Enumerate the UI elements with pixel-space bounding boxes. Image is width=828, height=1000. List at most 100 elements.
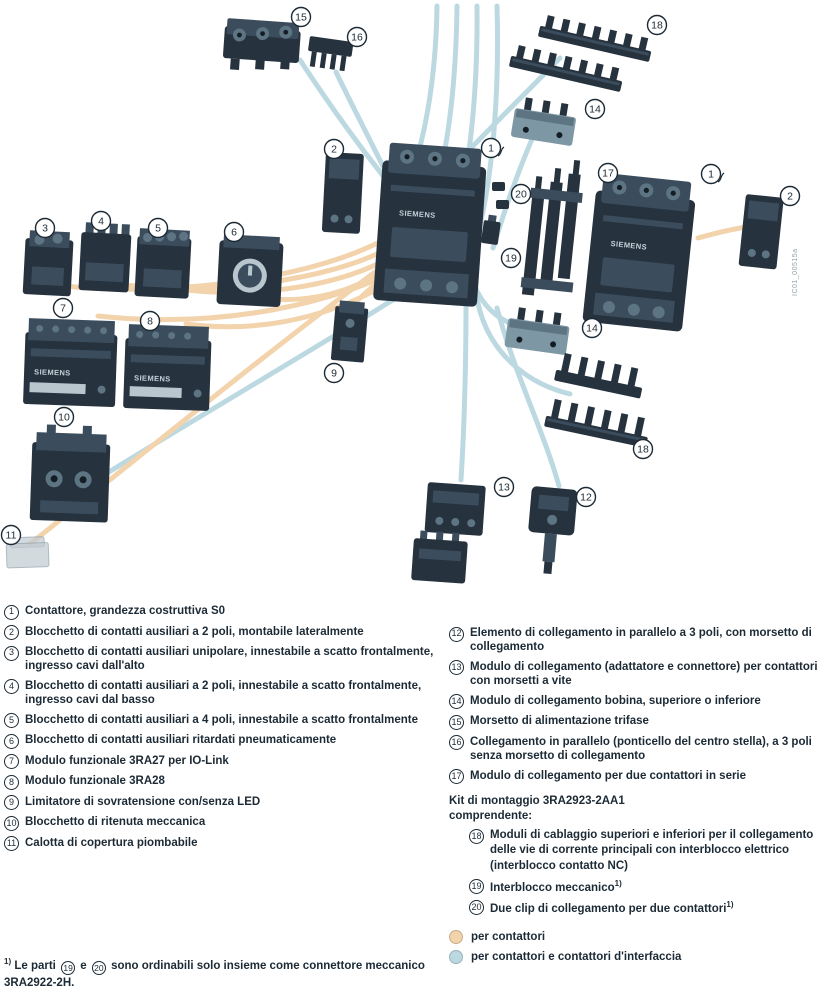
item-number: 19 bbox=[469, 879, 484, 895]
legend-item-5: 5 Blocchetto di contatti ausiliari a 4 p… bbox=[4, 713, 446, 729]
part-function-module-8: SIEMENS bbox=[123, 324, 212, 411]
item-number: 4 bbox=[4, 679, 19, 695]
item-text: Morsetto di alimentazione trifase bbox=[470, 715, 649, 728]
legend-item-18: 18 Moduli di cablaggio superiori e infer… bbox=[469, 828, 826, 873]
color-label: per contattori e contattori d'interfacci… bbox=[471, 951, 682, 964]
legend-item-6: 6 Blocchetto di contatti ausiliari ritar… bbox=[4, 733, 446, 749]
item-text: Collegamento in parallelo (ponticello de… bbox=[470, 735, 812, 763]
item-number: 11 bbox=[4, 836, 19, 852]
item-number: 17 bbox=[449, 769, 464, 785]
footnote-marker: 1) bbox=[4, 957, 12, 966]
color-label: per contattori bbox=[471, 931, 546, 944]
legend-item-19: 19 Interblocco meccanico1) bbox=[469, 879, 826, 895]
svg-text:18: 18 bbox=[637, 444, 649, 456]
callout-3: 3 bbox=[34, 217, 56, 239]
item-number: 16 bbox=[449, 735, 464, 751]
svg-text:2: 2 bbox=[331, 144, 337, 156]
item-number: 10 bbox=[4, 815, 19, 831]
legend: 1 Contattore, grandezza costruttiva S0 2… bbox=[0, 598, 828, 1000]
item-number: 3 bbox=[4, 645, 19, 661]
watermark-text: IC01_00515a bbox=[792, 248, 799, 296]
part-parallel-link-12 bbox=[528, 486, 578, 575]
callout-9: 9 bbox=[323, 362, 345, 384]
item-text: Calotta di copertura piombabile bbox=[25, 836, 198, 849]
svg-text:17: 17 bbox=[602, 168, 614, 180]
item-number: 5 bbox=[4, 713, 19, 729]
legend-item-13: 13 Modulo di collegamento (adattatore e … bbox=[449, 660, 826, 689]
callout-18: 18 bbox=[646, 14, 668, 36]
svg-text:12: 12 bbox=[580, 492, 592, 504]
callout-17: 17 bbox=[597, 162, 619, 184]
svg-text:15: 15 bbox=[295, 12, 307, 24]
blue-dot-icon bbox=[449, 950, 463, 965]
callout-2: 2 bbox=[779, 185, 801, 207]
legend-item-1: 1 Contattore, grandezza costruttiva S0 bbox=[4, 604, 446, 620]
part-adapter-module-13 bbox=[411, 482, 486, 584]
part-aux-block-5 bbox=[134, 228, 192, 299]
part-pneumatic-delay-block-6 bbox=[216, 234, 284, 308]
part-mechanical-interlock-19 bbox=[481, 214, 501, 245]
svg-text:4: 4 bbox=[98, 216, 104, 228]
svg-text:2: 2 bbox=[787, 191, 793, 203]
item-text: Modulo funzionale 3RA28 bbox=[25, 775, 165, 788]
part-contactor-right: SIEMENS bbox=[582, 173, 696, 332]
color-legend: per contattori per contattori e contatto… bbox=[449, 930, 826, 965]
legend-item-16: 16 Collegamento in parallelo (ponticello… bbox=[449, 735, 826, 764]
callout-11: 11 bbox=[0, 524, 22, 546]
part-coil-module-14-top bbox=[511, 97, 576, 146]
item-number: 7 bbox=[4, 754, 19, 770]
item-text: Modulo funzionale 3RA27 per IO-Link bbox=[25, 754, 229, 767]
part-three-phase-terminal-15 bbox=[222, 18, 301, 71]
svg-text:10: 10 bbox=[58, 412, 70, 424]
footnote-ref-19: 19 bbox=[61, 960, 76, 975]
part-contactor-center: SIEMENS bbox=[373, 142, 487, 307]
item-number: 13 bbox=[449, 660, 464, 676]
legend-item-11: 11 Calotta di copertura piombabile bbox=[4, 836, 446, 852]
item-number: 12 bbox=[449, 626, 464, 642]
part-wiring-comb-18-top bbox=[509, 15, 651, 92]
legend-item-17: 17 Modulo di collegamento per due contat… bbox=[449, 769, 826, 785]
item-text: Modulo di collegamento (adattatore e con… bbox=[470, 660, 818, 688]
svg-text:SIEMENS: SIEMENS bbox=[34, 367, 71, 377]
part-aux-block-3 bbox=[22, 230, 74, 297]
legend-item-7: 7 Modulo funzionale 3RA27 per IO-Link bbox=[4, 754, 446, 770]
callout-15: 15 bbox=[290, 6, 312, 28]
footnote: 1) Le parti 19 e 20 sono ordinabili solo… bbox=[4, 956, 434, 992]
callout-16: 16 bbox=[346, 26, 368, 48]
item-text: Blocchetto di contatti ausiliari a 2 pol… bbox=[25, 679, 422, 707]
part-wiring-comb-18-bottom bbox=[544, 353, 648, 448]
svg-text:18: 18 bbox=[651, 20, 663, 32]
item-number: 9 bbox=[4, 795, 19, 811]
legend-item-10: 10 Blocchetto di ritenuta meccanica bbox=[4, 815, 446, 831]
item-text: Elemento di collegamento in parallelo a … bbox=[470, 627, 812, 654]
svg-text:13: 13 bbox=[498, 482, 510, 494]
footnote-text-3: sono ordinabili solo insieme come connet… bbox=[4, 959, 425, 989]
legend-item-3: 3 Blocchetto di contatti ausiliari unipo… bbox=[4, 645, 446, 674]
callout-13: 13 bbox=[493, 476, 515, 498]
beige-dot-icon bbox=[449, 930, 463, 945]
svg-text:3: 3 bbox=[42, 223, 48, 235]
svg-text:20: 20 bbox=[515, 189, 527, 201]
svg-text:SIEMENS: SIEMENS bbox=[399, 208, 436, 220]
squiggle-mark bbox=[497, 146, 505, 157]
svg-text:11: 11 bbox=[6, 530, 17, 542]
item-text: Blocchetto di contatti ausiliari ritarda… bbox=[25, 734, 337, 747]
kit-items: 18 Moduli di cablaggio superiori e infer… bbox=[469, 828, 826, 916]
item-number: 8 bbox=[4, 774, 19, 790]
callout-14: 14 bbox=[584, 98, 606, 120]
svg-text:14: 14 bbox=[589, 104, 601, 116]
footnote-text-2: e bbox=[80, 959, 87, 972]
footnote-text-1: Le parti bbox=[14, 959, 56, 972]
callout-19: 19 bbox=[500, 247, 522, 269]
part-star-bridge-16 bbox=[308, 36, 354, 72]
part-function-module-7: SIEMENS bbox=[23, 318, 118, 408]
svg-text:SIEMENS: SIEMENS bbox=[610, 239, 647, 252]
item-sup: 1) bbox=[614, 878, 622, 888]
svg-text:16: 16 bbox=[351, 32, 363, 44]
mounting-kit-section: Kit di montaggio 3RA2923-2AA1 comprenden… bbox=[449, 794, 826, 916]
part-latching-block-10 bbox=[29, 424, 111, 523]
svg-text:6: 6 bbox=[231, 227, 237, 239]
legend-item-20: 20 Due clip di collegamento per due cont… bbox=[469, 900, 826, 916]
svg-text:SIEMENS: SIEMENS bbox=[134, 373, 171, 383]
item-text: Due clip di collegamento per due contatt… bbox=[490, 900, 734, 916]
